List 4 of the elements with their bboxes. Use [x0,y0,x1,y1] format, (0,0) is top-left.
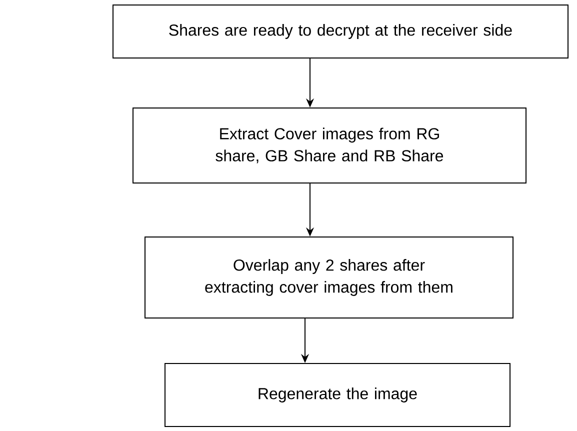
process-box: Overlap any 2 shares after extracting cover images from them [144,236,514,318]
process-box: Extract Cover images from RG share, GB Share and RB Share [132,108,526,184]
process-box: Shares are ready to decrypt at the receiver side [112,4,568,58]
process-box: Regenerate the image [164,363,510,427]
